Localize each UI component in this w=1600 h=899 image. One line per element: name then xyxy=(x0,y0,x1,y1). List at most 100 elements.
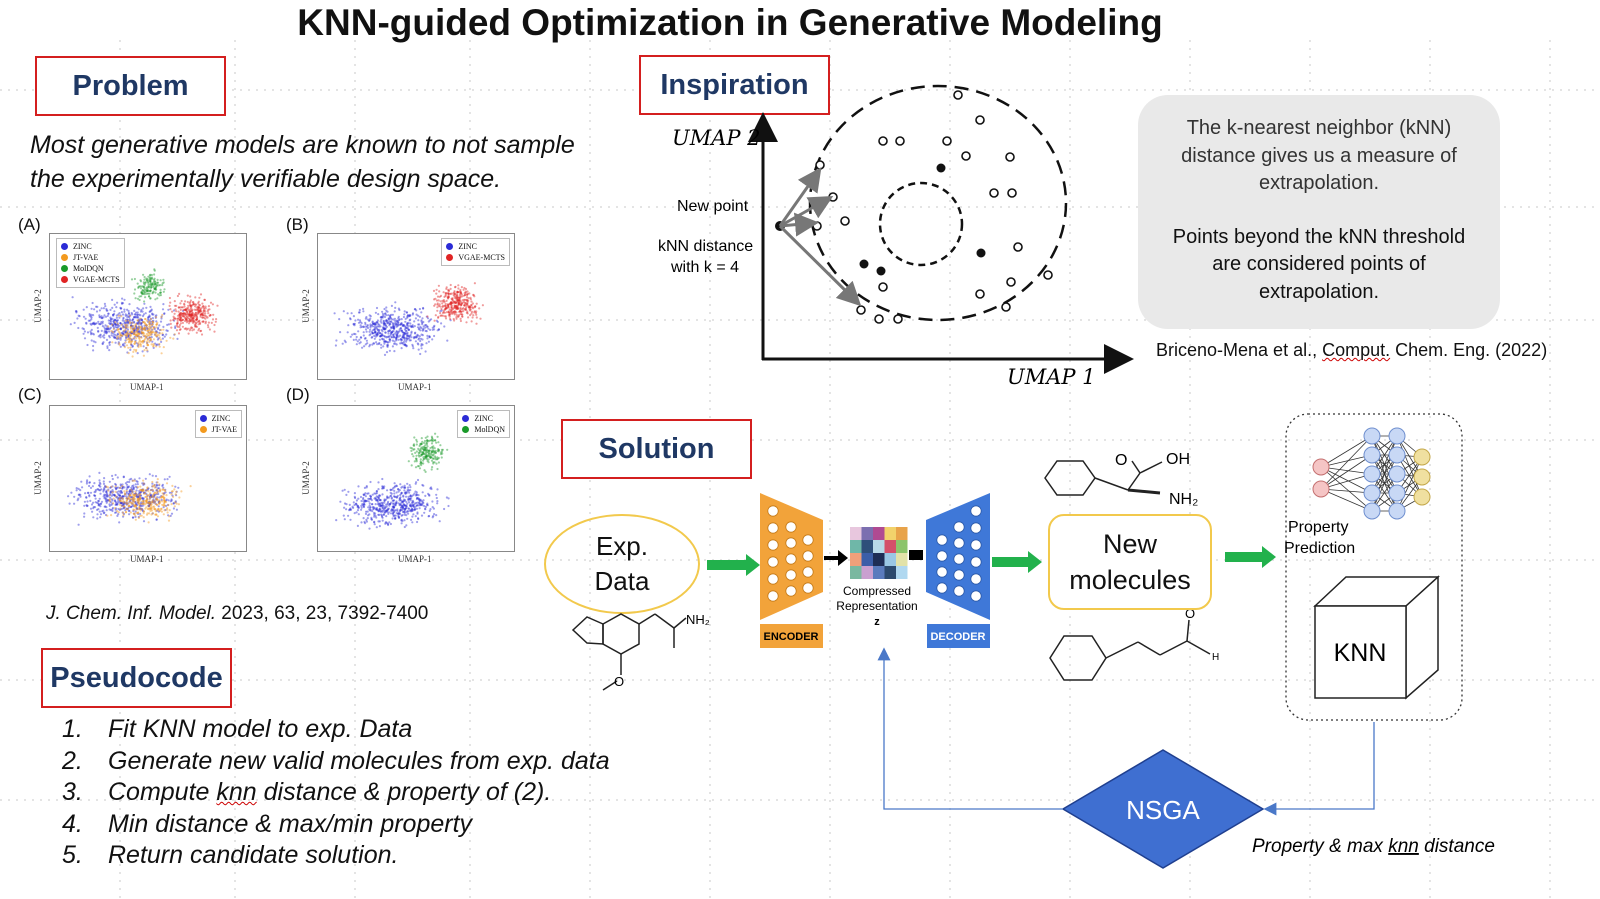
umap-point xyxy=(392,330,395,333)
umap-point xyxy=(373,322,376,325)
umap-point xyxy=(192,303,195,306)
umap-point xyxy=(196,311,200,314)
umap-point xyxy=(143,332,146,335)
umap-point xyxy=(168,475,171,478)
umap-point xyxy=(120,302,124,305)
umap-point xyxy=(113,303,116,306)
umap-point xyxy=(399,498,402,501)
umap-point xyxy=(166,511,169,514)
umap-point xyxy=(184,312,187,315)
umap-point xyxy=(131,498,134,501)
umap-point xyxy=(115,320,118,323)
umap-point xyxy=(433,334,436,338)
umap-point xyxy=(464,307,467,310)
umap-point xyxy=(137,499,140,502)
legend-label: VGAE-MCTS xyxy=(73,275,120,284)
umap-point xyxy=(153,287,156,290)
umap-point xyxy=(108,322,111,325)
umap-point xyxy=(365,325,368,328)
umap-point xyxy=(393,317,396,320)
umap-point xyxy=(134,325,137,328)
umap-point xyxy=(437,456,440,460)
umap-point xyxy=(434,303,437,306)
umap-point xyxy=(141,341,144,344)
umap-point xyxy=(416,520,419,524)
umap-point xyxy=(437,328,440,331)
umap-point xyxy=(140,332,143,335)
umap-point xyxy=(385,509,388,512)
umap-point xyxy=(125,503,128,506)
umap-point xyxy=(185,308,188,311)
umap-point xyxy=(408,334,411,338)
umap-point xyxy=(345,493,348,496)
umap-point xyxy=(93,506,97,509)
umap-point xyxy=(405,311,408,314)
umap-point xyxy=(135,311,138,314)
umap-point xyxy=(420,450,423,453)
umap-point xyxy=(155,314,158,317)
umap-point xyxy=(105,307,108,311)
umap-point xyxy=(465,303,468,306)
umap-point xyxy=(338,318,341,321)
umap-point xyxy=(149,297,152,300)
umap-point xyxy=(135,507,138,510)
umap-point xyxy=(393,327,396,330)
umap-point xyxy=(190,313,193,317)
umap-point xyxy=(113,500,117,503)
umap-point xyxy=(460,286,463,289)
umap-point xyxy=(375,341,378,344)
umap-point xyxy=(195,321,198,324)
umap-point xyxy=(141,488,144,491)
umap-point xyxy=(195,306,198,309)
umap-point xyxy=(400,339,403,342)
umap-point xyxy=(204,320,207,323)
umap-point xyxy=(459,312,462,316)
umap-point xyxy=(414,490,417,493)
umap-point xyxy=(155,492,158,495)
umap-point xyxy=(424,457,427,460)
umap-point xyxy=(399,496,402,499)
umap-point xyxy=(116,328,119,332)
umap-point xyxy=(397,488,400,491)
umap-point xyxy=(429,487,432,490)
umap-point xyxy=(397,488,400,491)
umap-point xyxy=(146,349,149,352)
umap-point xyxy=(391,505,394,508)
umap-point xyxy=(455,297,458,300)
umap-point xyxy=(151,321,154,324)
umap-point xyxy=(433,461,436,464)
umap-point xyxy=(440,450,444,453)
umap-point xyxy=(104,505,107,508)
umap-point xyxy=(122,503,125,506)
umap-point xyxy=(87,319,90,322)
umap-point xyxy=(166,323,169,326)
umap-point xyxy=(121,507,124,510)
umap-point xyxy=(159,332,162,335)
umap-point xyxy=(142,500,145,503)
umap-point xyxy=(421,453,424,456)
umap-point xyxy=(415,335,418,338)
umap-point xyxy=(156,327,160,331)
umap-point xyxy=(146,326,149,329)
umap-point xyxy=(163,312,166,315)
umap-point xyxy=(89,499,92,502)
problem-statement-line-1: Most generative models are known to not … xyxy=(30,131,575,159)
umap-point xyxy=(366,517,369,520)
umap-point xyxy=(177,317,180,320)
umap-point xyxy=(149,286,153,289)
umap-point xyxy=(386,341,389,344)
umap-point xyxy=(133,292,136,295)
umap-point xyxy=(398,512,402,515)
umap-point xyxy=(414,466,418,469)
umap-point xyxy=(377,497,380,500)
umap-point xyxy=(136,499,139,502)
umap-point xyxy=(395,343,398,346)
umap-point xyxy=(136,328,139,331)
umap-point xyxy=(132,320,136,323)
umap-point xyxy=(368,527,371,530)
umap-point xyxy=(406,315,409,318)
umap-point xyxy=(160,352,163,355)
umap-point xyxy=(468,292,471,295)
umap-point xyxy=(155,498,158,501)
umap-point xyxy=(137,496,140,499)
